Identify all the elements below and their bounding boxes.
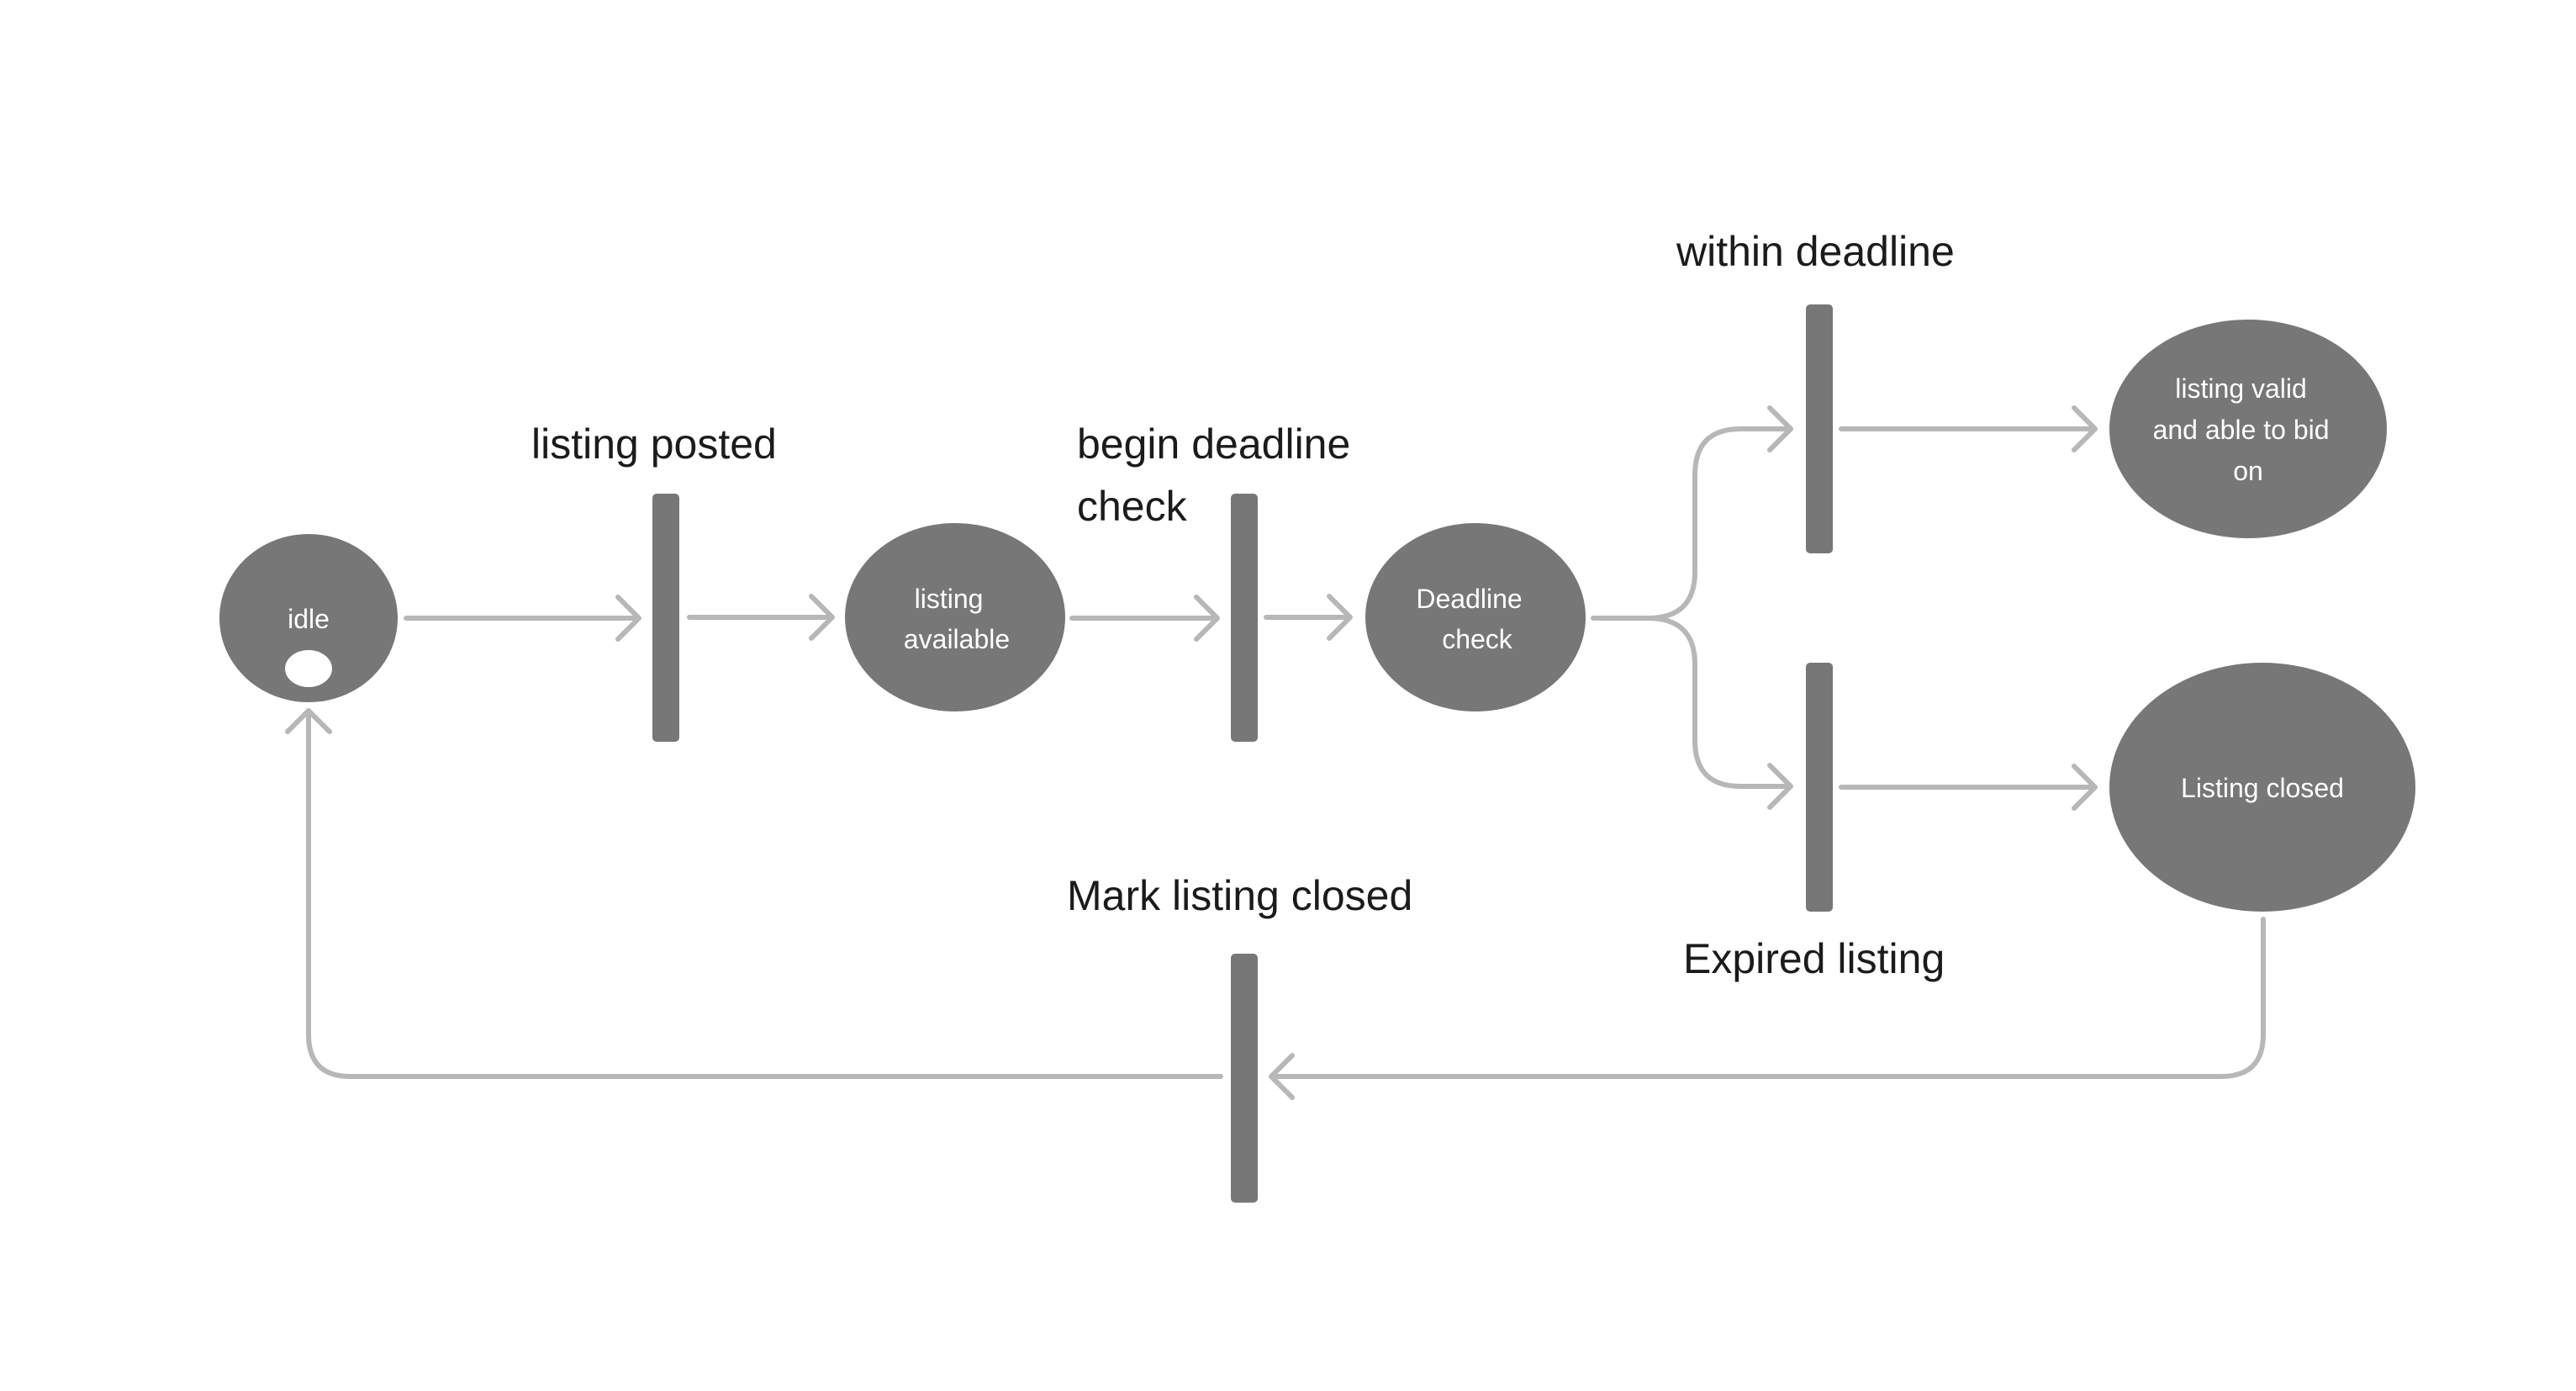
arrow-idle-to-listing-posted [404,595,641,642]
arrow-listing-available-to-begin-deadline-check [1069,595,1220,642]
label-expired-listing: Expired listing [1683,935,1945,982]
transition-bars [652,304,1833,1203]
arrow-within-deadline-to-listing-valid [1839,405,2098,452]
transition-bar-within-deadline [1806,304,1833,553]
label-mark-listing-closed: Mark listing closed [1067,872,1412,919]
state-listing-valid-shape [2109,320,2387,538]
arrow-deadline-check-to-expired-listing [1645,616,1793,810]
state-idle-shape [219,534,398,702]
state-listing-available-shape [845,523,1065,711]
transition-bar-begin-deadline-check [1231,494,1258,742]
transition-bar-expired-listing [1806,663,1833,912]
label-begin-deadline-check: begin deadline check [1077,420,1362,530]
start-marker-icon [285,650,332,687]
arrow-mark-listing-closed-to-idle [285,708,1223,1079]
arrow-begin-deadline-check-to-deadline-check [1264,594,1353,641]
state-listing-closed: Listing closed [2109,663,2415,912]
state-listing-available: listing available [845,523,1065,711]
state-listing-closed-label: Listing closed [2181,773,2344,803]
label-listing-posted: listing posted [531,420,777,468]
arrow-deadline-check-to-within-deadline [1591,405,1793,621]
arrow-listing-posted-to-listing-available [687,594,835,641]
transition-labels: listing posted begin deadline check with… [531,228,1955,982]
state-listing-available-label: listing available [904,584,1010,654]
state-listing-closed-shape [2109,663,2415,912]
transition-bar-mark-listing-closed [1231,954,1258,1203]
state-deadline-check: Deadline check [1365,523,1586,711]
arrow-listing-closed-to-mark-listing-closed [1269,917,2266,1100]
connectors [285,405,2266,1100]
label-within-deadline: within deadline [1676,228,1955,275]
state-deadline-check-shape [1365,523,1586,711]
arrow-expired-listing-to-listing-closed [1839,764,2098,811]
state-idle-label: idle [288,604,330,634]
transition-bar-listing-posted [652,494,679,742]
state-deadline-check-label: Deadline check [1416,584,1529,654]
state-listing-valid: listing valid and able to bid on [2109,320,2387,538]
state-idle: idle [219,534,398,702]
state-listing-valid-label: listing valid and able to bid on [2153,373,2337,486]
